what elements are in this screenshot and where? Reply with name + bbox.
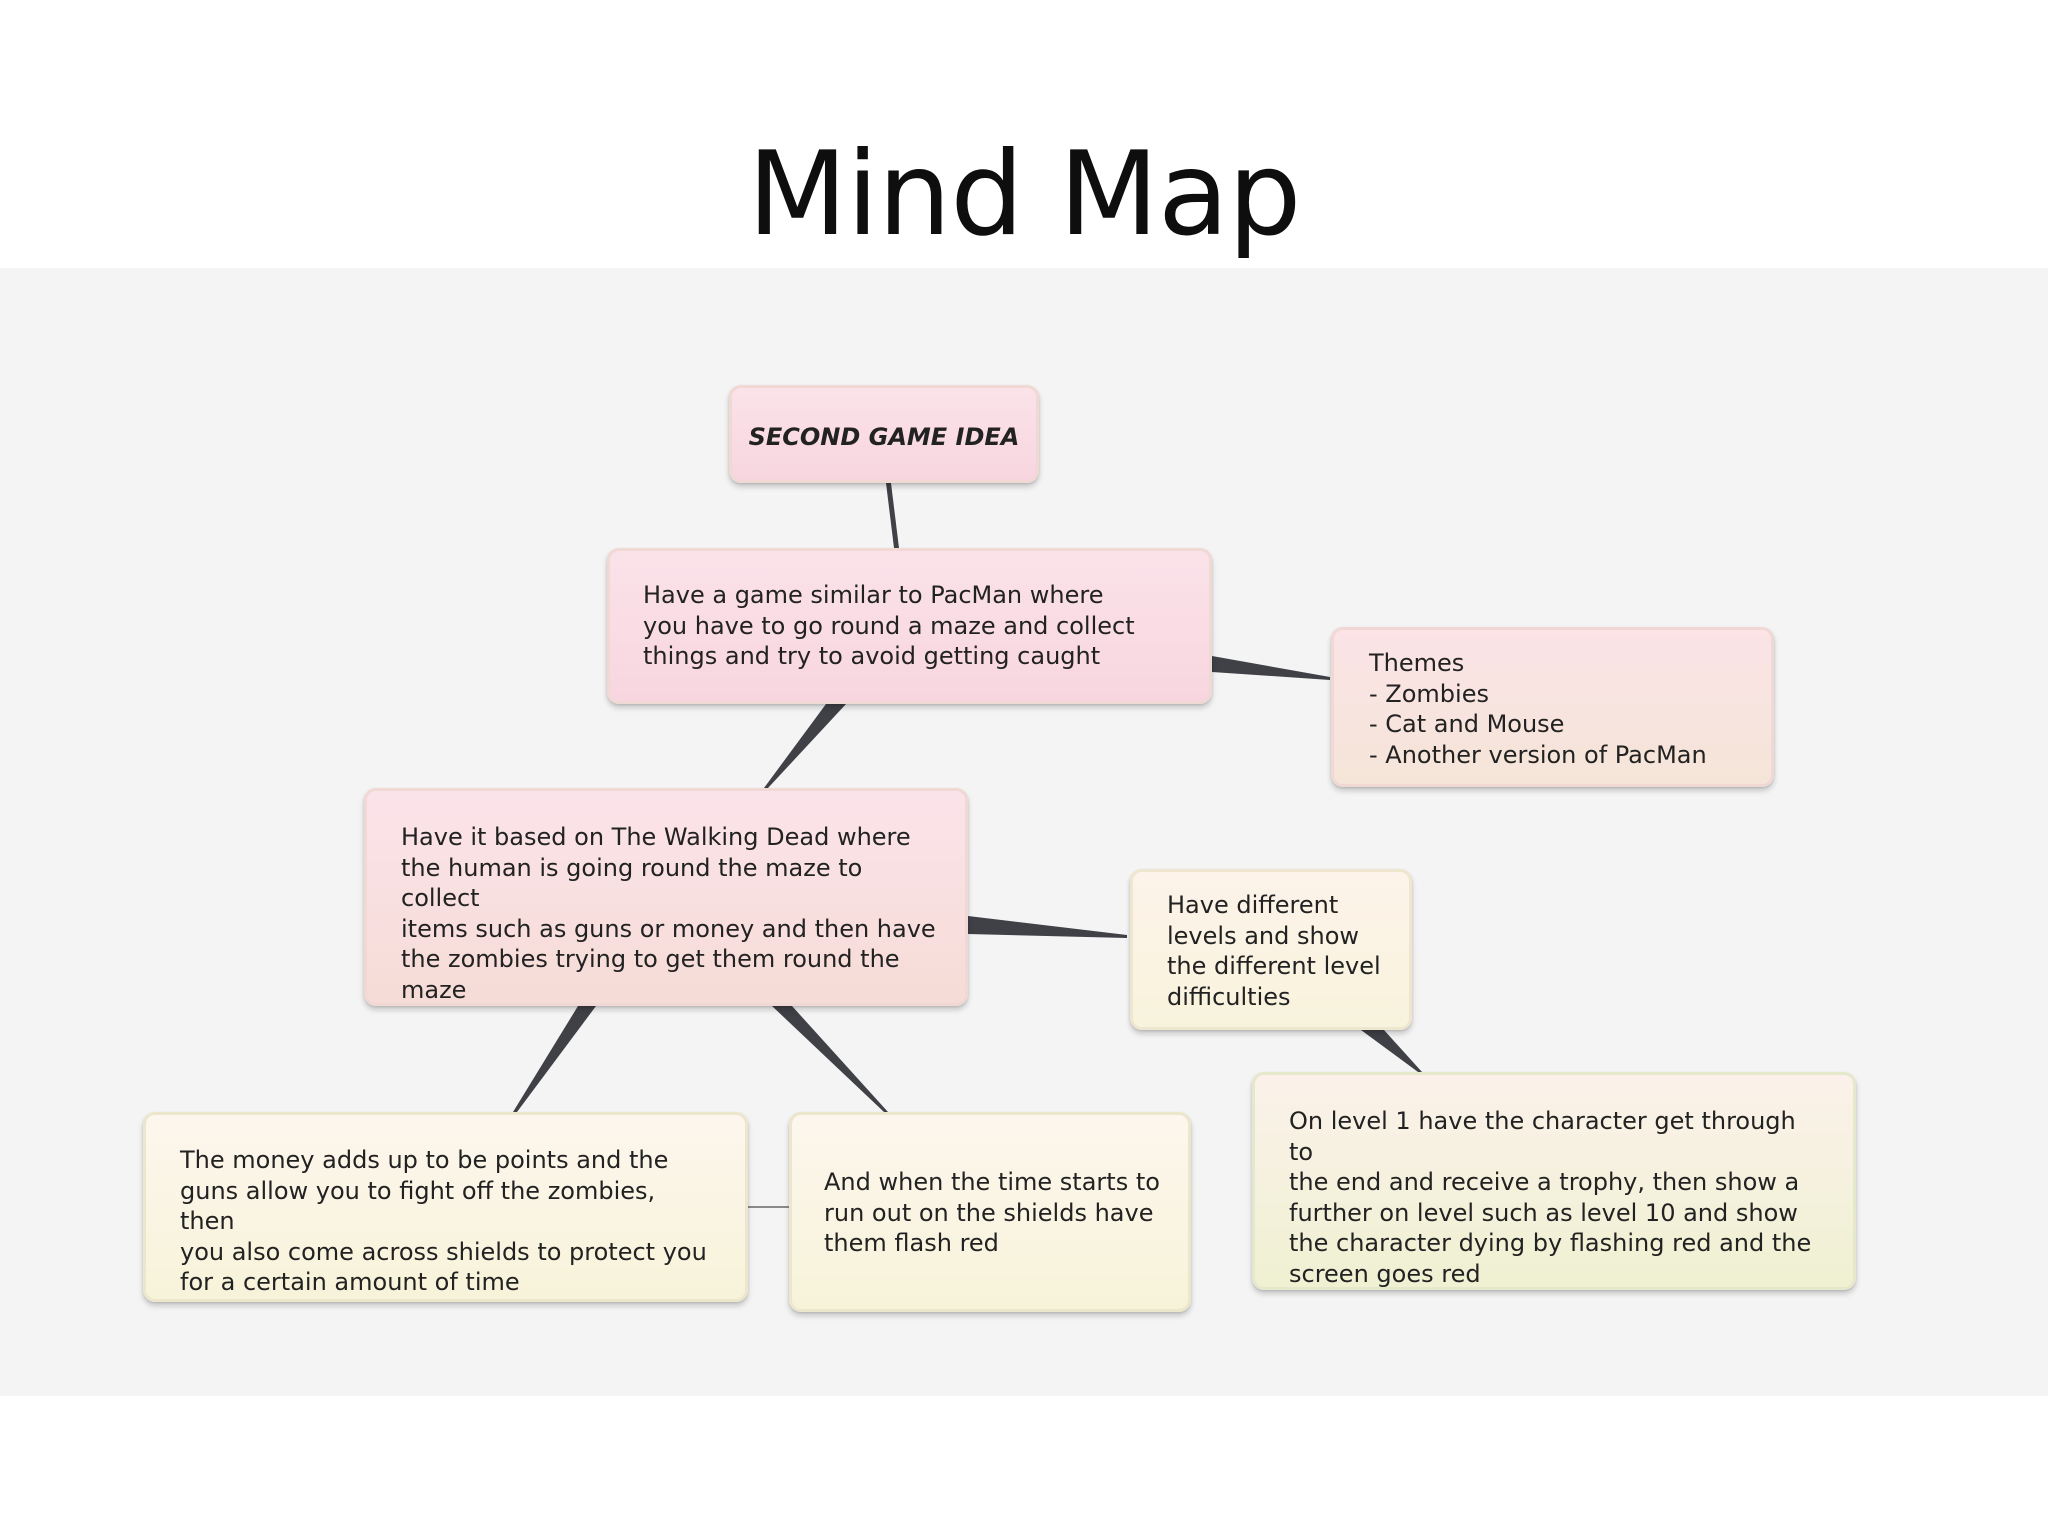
- node-levels[interactable]: Have different levels and show the diffe…: [1130, 869, 1412, 1030]
- node-themes[interactable]: Themes - Zombies - Cat and Mouse - Anoth…: [1331, 627, 1774, 787]
- connector-levels-levelone: [1361, 1030, 1422, 1072]
- connector-walkingdead-money: [513, 1006, 596, 1112]
- connector-walkingdead-shields: [772, 1006, 888, 1112]
- node-walking-dead[interactable]: Have it based on The Walking Dead where …: [364, 788, 968, 1006]
- connector-pacman-walkingdead: [764, 704, 846, 788]
- connector-pacman-themes: [1212, 656, 1330, 680]
- node-shields[interactable]: And when the time starts to run out on t…: [789, 1112, 1191, 1312]
- node-money[interactable]: The money adds up to be points and the g…: [143, 1112, 748, 1302]
- node-second-game-idea[interactable]: SECOND GAME IDEA: [729, 385, 1039, 483]
- connector-walkingdead-levels: [968, 916, 1127, 938]
- node-pacman-idea[interactable]: Have a game similar to PacMan where you …: [607, 548, 1212, 704]
- node-level-one[interactable]: On level 1 have the character get throug…: [1252, 1072, 1856, 1290]
- slide-title: Mind Map: [747, 127, 1301, 262]
- connector-root-pacman: [886, 483, 899, 548]
